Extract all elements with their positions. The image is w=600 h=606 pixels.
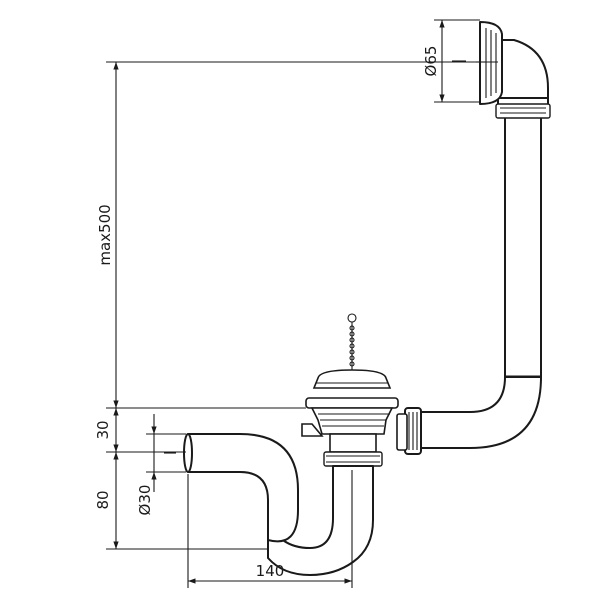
dimension-d30: Ø30: [136, 414, 186, 515]
s-trap: [183, 433, 374, 576]
drain-strainer: [301, 313, 399, 467]
dimension-30: 30: [94, 408, 186, 453]
overflow-pipe: [415, 114, 542, 449]
dim-30-label: 30: [94, 420, 112, 439]
overflow-head: [476, 21, 551, 119]
chain-links: [349, 325, 355, 367]
dimension-80: 80: [94, 452, 268, 550]
dimension-140: 140: [187, 470, 353, 588]
dim-140-label: 140: [256, 562, 285, 580]
dim-80-label: 80: [94, 490, 112, 509]
d30-label: Ø30: [136, 485, 154, 516]
max500-label: max500: [96, 204, 114, 265]
dimension-d65: Ø65: [422, 19, 480, 103]
dimension-max500: max500: [96, 61, 498, 409]
horizontal-connector: [396, 407, 422, 455]
d65-label: Ø65: [422, 46, 440, 77]
